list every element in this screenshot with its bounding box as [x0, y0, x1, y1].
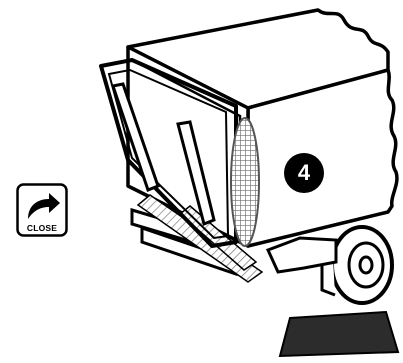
mesh-panel — [231, 118, 259, 246]
close-button[interactable]: CLOSE — [16, 183, 68, 237]
step-number-badge: 4 — [284, 153, 324, 193]
close-label: CLOSE — [16, 223, 68, 233]
floor-pad — [280, 312, 398, 356]
